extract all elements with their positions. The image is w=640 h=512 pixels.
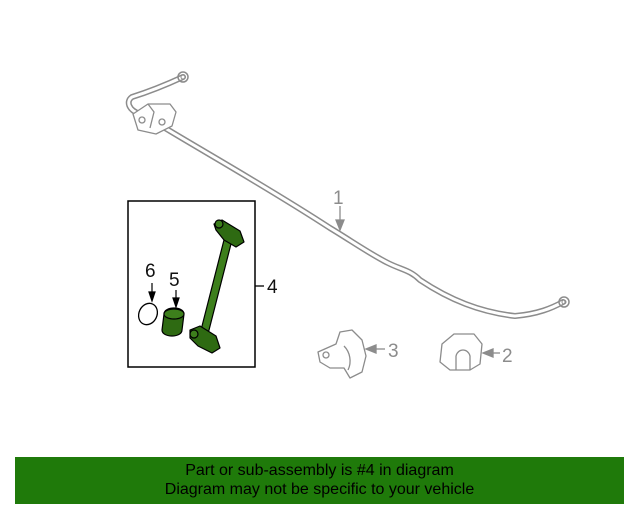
stabilizer-bar — [125, 71, 570, 319]
bar-end-bracket — [132, 103, 177, 135]
stabilizer-link — [189, 219, 245, 354]
link-nut — [161, 307, 185, 337]
o-ring — [137, 302, 159, 326]
bushing-part — [439, 333, 483, 371]
black-leaders — [148, 283, 180, 309]
callout-5: 5 — [169, 270, 180, 291]
callout-1: 1 — [333, 188, 344, 209]
callout-4: 4 — [267, 277, 278, 298]
disclaimer-line-1: Part or sub-assembly is #4 in diagram — [185, 462, 454, 479]
disclaimer-banner: Part or sub-assembly is #4 in diagram Di… — [15, 457, 624, 504]
parts-diagram: 1 2 3 4 5 6 — [125, 71, 570, 379]
callout-2: 2 — [502, 346, 513, 367]
callout-3: 3 — [388, 341, 399, 362]
callout-6: 6 — [145, 261, 156, 282]
bracket-part — [317, 329, 367, 379]
link-assembly-box — [127, 200, 256, 368]
disclaimer-line-2: Diagram may not be specific to your vehi… — [164, 481, 475, 498]
grey-leaders — [335, 206, 500, 358]
